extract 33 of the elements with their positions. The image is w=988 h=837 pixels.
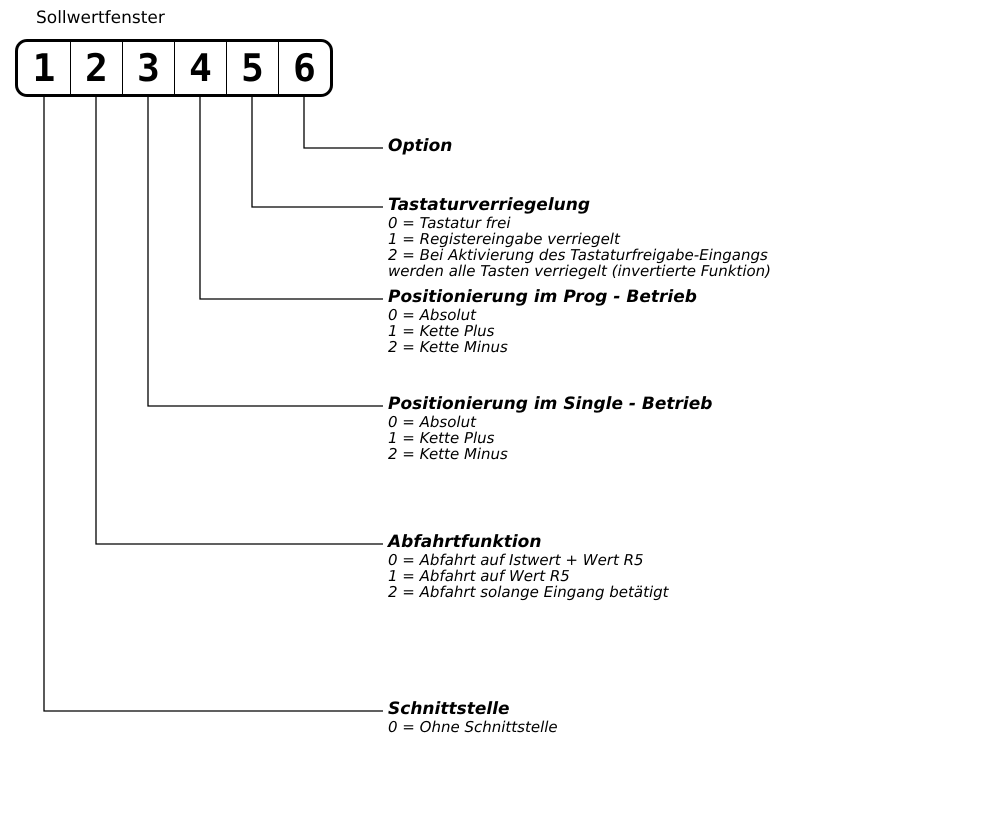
description-line: 1 = Kette Plus bbox=[388, 323, 496, 339]
digit-cell: 4 bbox=[174, 42, 226, 94]
description-line: 0 = Absolut bbox=[388, 414, 478, 430]
description-heading: Option bbox=[388, 137, 454, 156]
description-line: 2 = Kette Minus bbox=[388, 446, 509, 462]
leader-line bbox=[199, 97, 383, 300]
description-line: 0 = Tastatur frei bbox=[388, 215, 512, 231]
description-heading: Abfahrtfunktion bbox=[388, 533, 542, 552]
description-heading: Schnittstelle bbox=[388, 700, 511, 719]
description-line: 1 = Kette Plus bbox=[388, 430, 496, 446]
digit-cell: 5 bbox=[226, 42, 278, 94]
leader-line bbox=[251, 97, 383, 208]
description-heading: Positionierung im Single - Betrieb bbox=[388, 395, 714, 414]
digit-cell: 6 bbox=[278, 42, 330, 94]
description-line: 0 = Abfahrt auf Istwert + Wert R5 bbox=[388, 552, 645, 568]
digit-cell: 2 bbox=[70, 42, 122, 94]
description-line: werden alle Tasten verriegelt (invertierte Funktion) bbox=[388, 263, 772, 279]
description-line: 1 = Abfahrt auf Wert R5 bbox=[388, 568, 571, 584]
description-line: 2 = Abfahrt solange Eingang betätigt bbox=[388, 584, 670, 600]
description-heading: Positionierung im Prog - Betrieb bbox=[388, 288, 698, 307]
description-line: 0 = Ohne Schnittstelle bbox=[388, 719, 559, 735]
leader-line bbox=[303, 97, 383, 149]
leader-line bbox=[95, 97, 383, 545]
window-title: Sollwertfenster bbox=[36, 8, 165, 28]
leader-line bbox=[147, 97, 383, 407]
leader-line bbox=[43, 97, 383, 712]
description-line: 0 = Absolut bbox=[388, 307, 478, 323]
description-line: 2 = Kette Minus bbox=[388, 339, 509, 355]
description-line: 1 = Registereingabe verriegelt bbox=[388, 231, 622, 247]
digit-cell: 3 bbox=[122, 42, 174, 94]
digit-cell: 1 bbox=[18, 42, 70, 94]
description-heading: Tastaturverriegelung bbox=[388, 196, 592, 215]
description-line: 2 = Bei Aktivierung des Tastaturfreigabe-Eingangs bbox=[388, 247, 769, 263]
